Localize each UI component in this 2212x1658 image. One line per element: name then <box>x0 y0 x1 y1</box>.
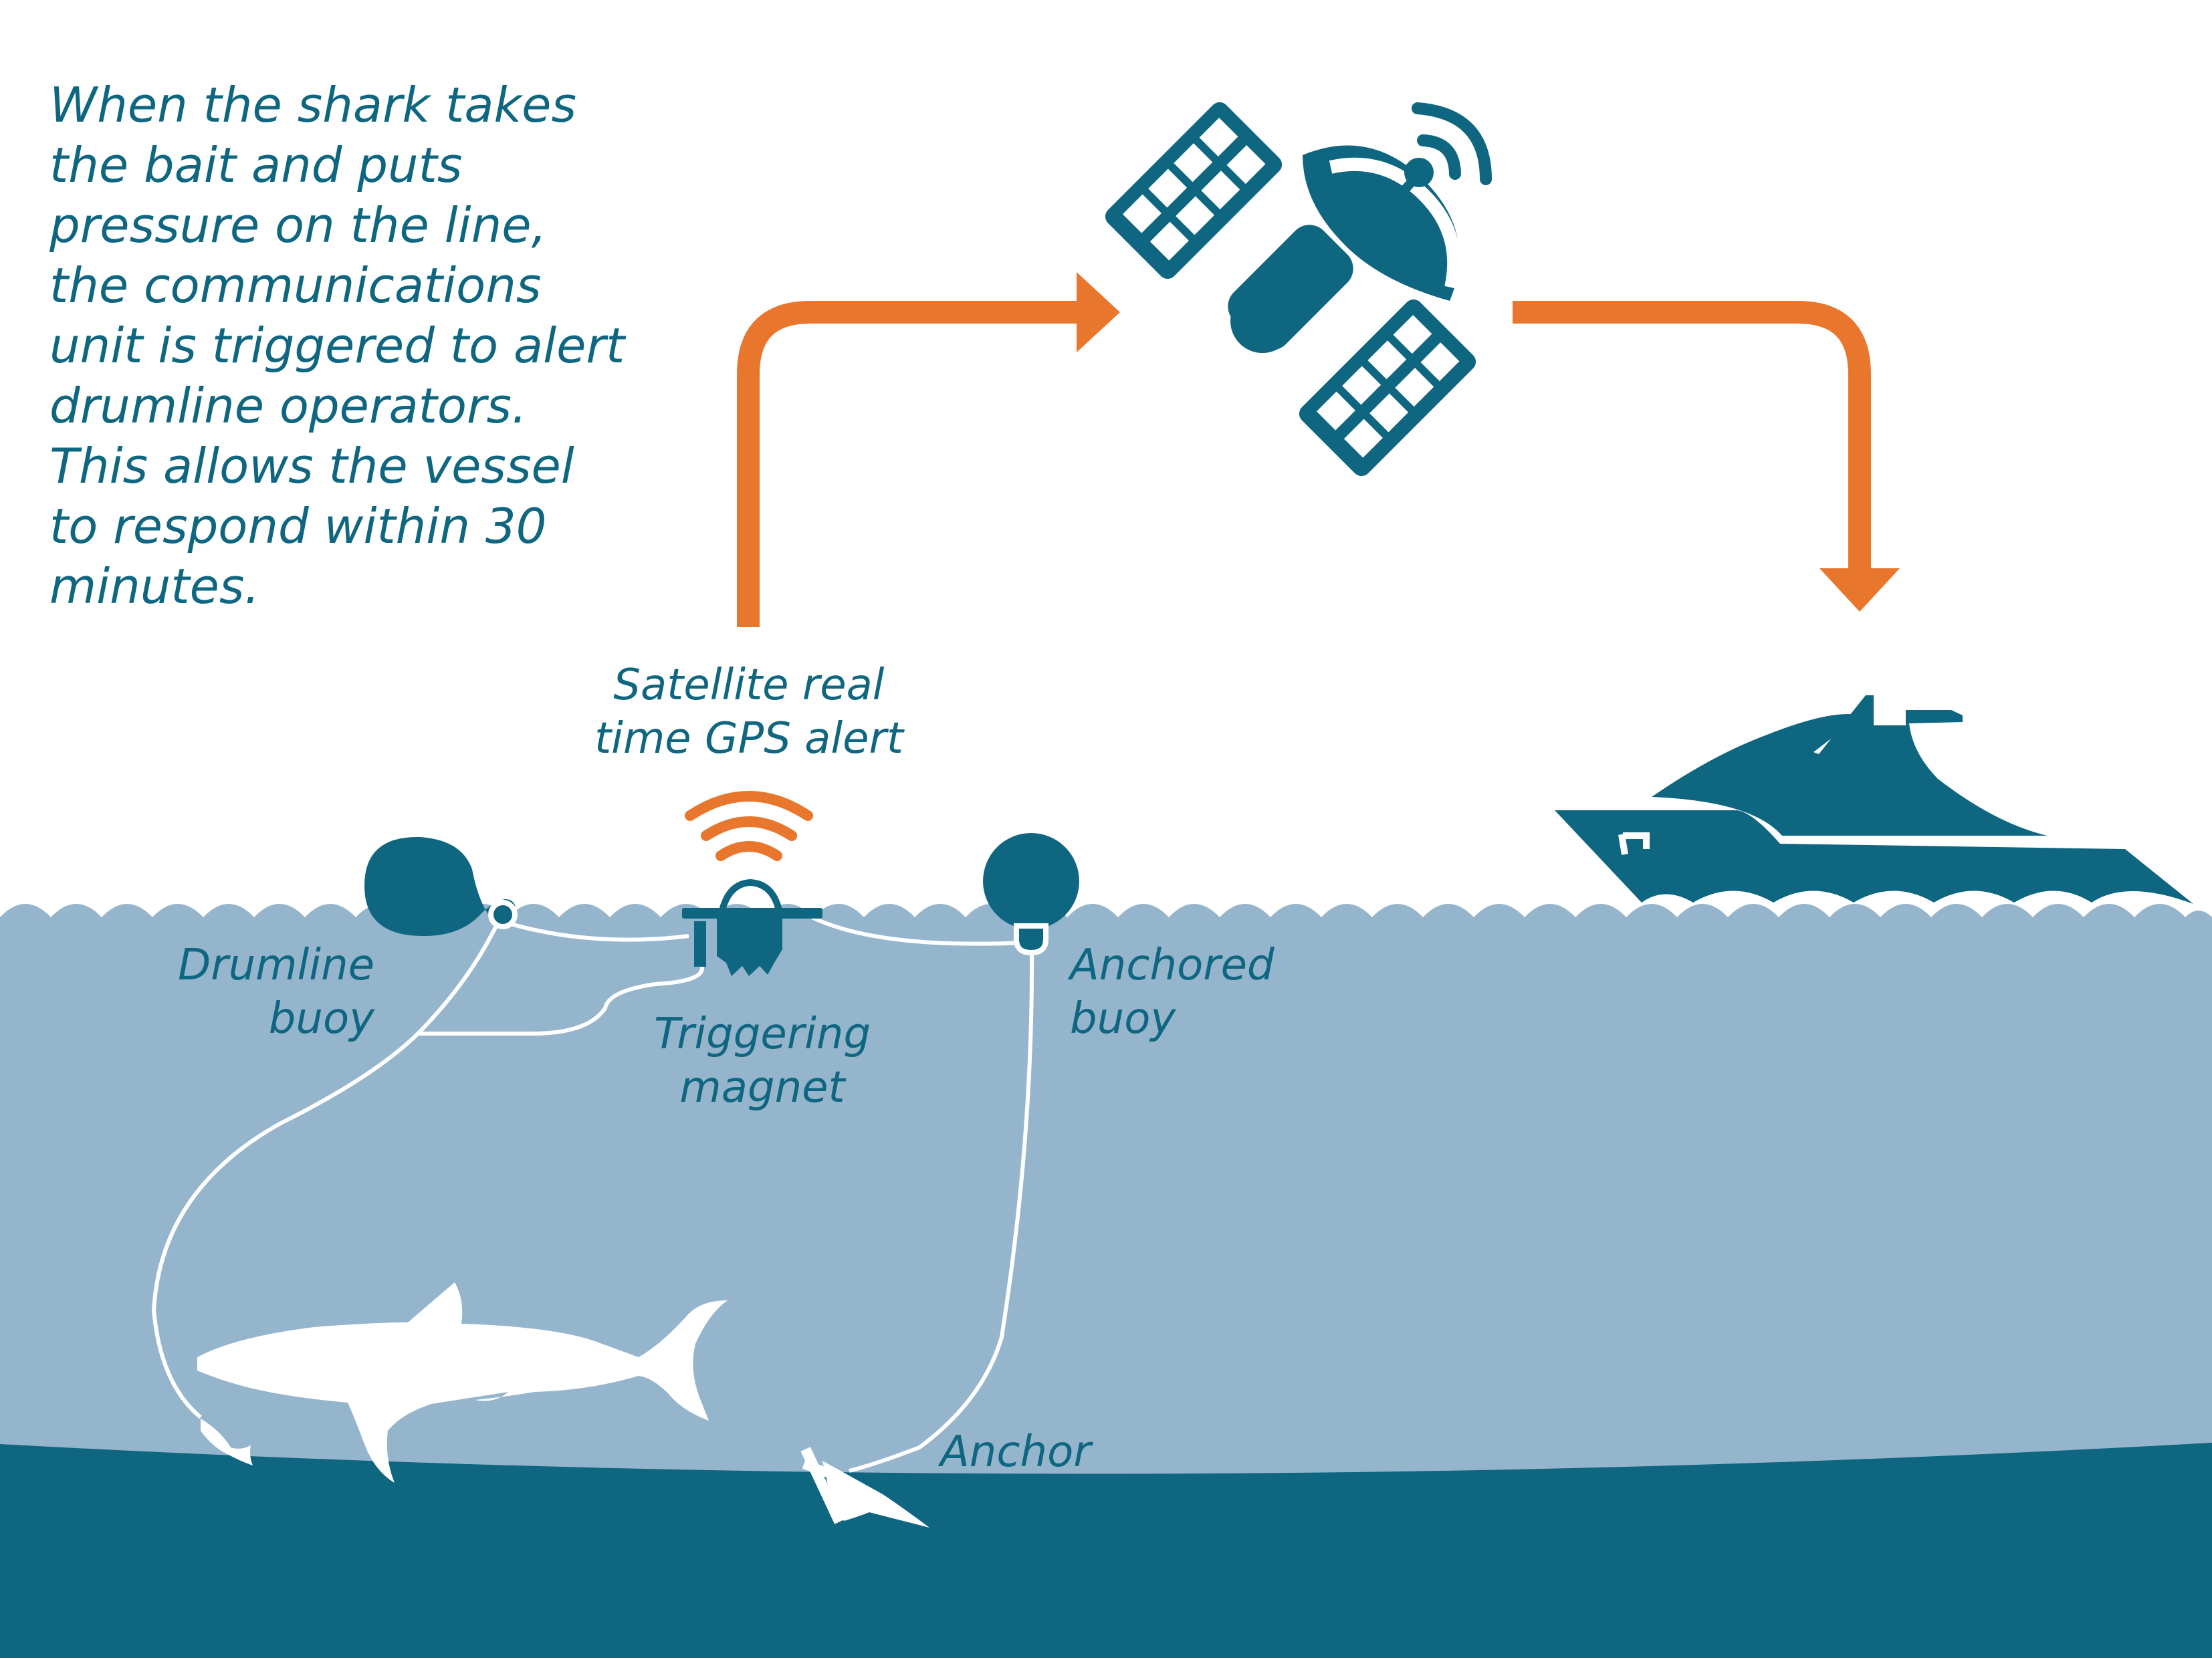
anchored-buoy-label-line: Anchored <box>1070 941 1275 990</box>
intro-line: unit is triggered to alert <box>49 318 625 374</box>
drumline-buoy-label-line: buoy <box>268 994 374 1044</box>
satellite-panel-left <box>1105 102 1283 279</box>
triggering-magnet-label: Triggering magnet <box>629 1008 896 1114</box>
intro-paragraph: When the shark takes the bait and puts p… <box>49 75 691 616</box>
intro-line: the bait and puts <box>49 137 463 193</box>
drumline-buoy-label-line: Drumline <box>178 941 374 990</box>
satellite-panel-right <box>1299 299 1476 477</box>
intro-line: minutes. <box>49 558 260 614</box>
anchored-buoy-label: Anchored buoy <box>1070 939 1324 1046</box>
satellite-alert-label-line: time GPS alert <box>594 714 903 763</box>
triggering-magnet-label-line: magnet <box>679 1063 845 1112</box>
communications-unit-icon <box>682 878 822 976</box>
bait-fish-icon <box>201 1419 253 1465</box>
uplink-arrow-line <box>737 301 1083 627</box>
intro-line: When the shark takes <box>49 77 576 133</box>
boat-hull <box>1555 810 2193 904</box>
intro-line: This allows the vessel <box>49 438 574 494</box>
signal-waves-icon <box>685 791 813 861</box>
signal-path-arrows <box>737 301 1871 627</box>
shark-icon <box>197 1282 728 1483</box>
intro-line: drumline operators. <box>49 378 527 434</box>
anchored-buoy-label-line: buoy <box>1070 994 1176 1044</box>
drumline-rope <box>151 925 498 1419</box>
satellite-alert-label: Satellite real time GPS alert <box>575 659 923 765</box>
anchored-buoy-icon <box>983 833 1079 956</box>
anchored-rope <box>849 949 1034 1473</box>
boat-icon <box>1555 695 2193 904</box>
satellite-icon <box>1105 102 1492 477</box>
uplink-arrow-head <box>1077 272 1120 352</box>
anchor-icon <box>800 1447 929 1528</box>
satellite-alert-label-line: Satellite real <box>613 661 885 710</box>
intro-line: to respond within 30 <box>49 498 547 554</box>
intro-line: the communications <box>49 257 542 314</box>
drumline-buoy-label: Drumline buoy <box>120 939 374 1046</box>
triggering-magnet-label-line: Triggering <box>653 1010 871 1059</box>
downlink-arrow-line <box>1513 301 1871 572</box>
mooring-lines <box>151 914 1034 1473</box>
seabed <box>0 1443 2212 1658</box>
boat-cabin <box>1652 695 2048 836</box>
intro-line: pressure on the line, <box>49 197 547 253</box>
drumline-buoy-icon <box>364 836 518 937</box>
anchor-label: Anchor <box>940 1427 1091 1477</box>
downlink-arrow-head <box>1819 568 1900 612</box>
